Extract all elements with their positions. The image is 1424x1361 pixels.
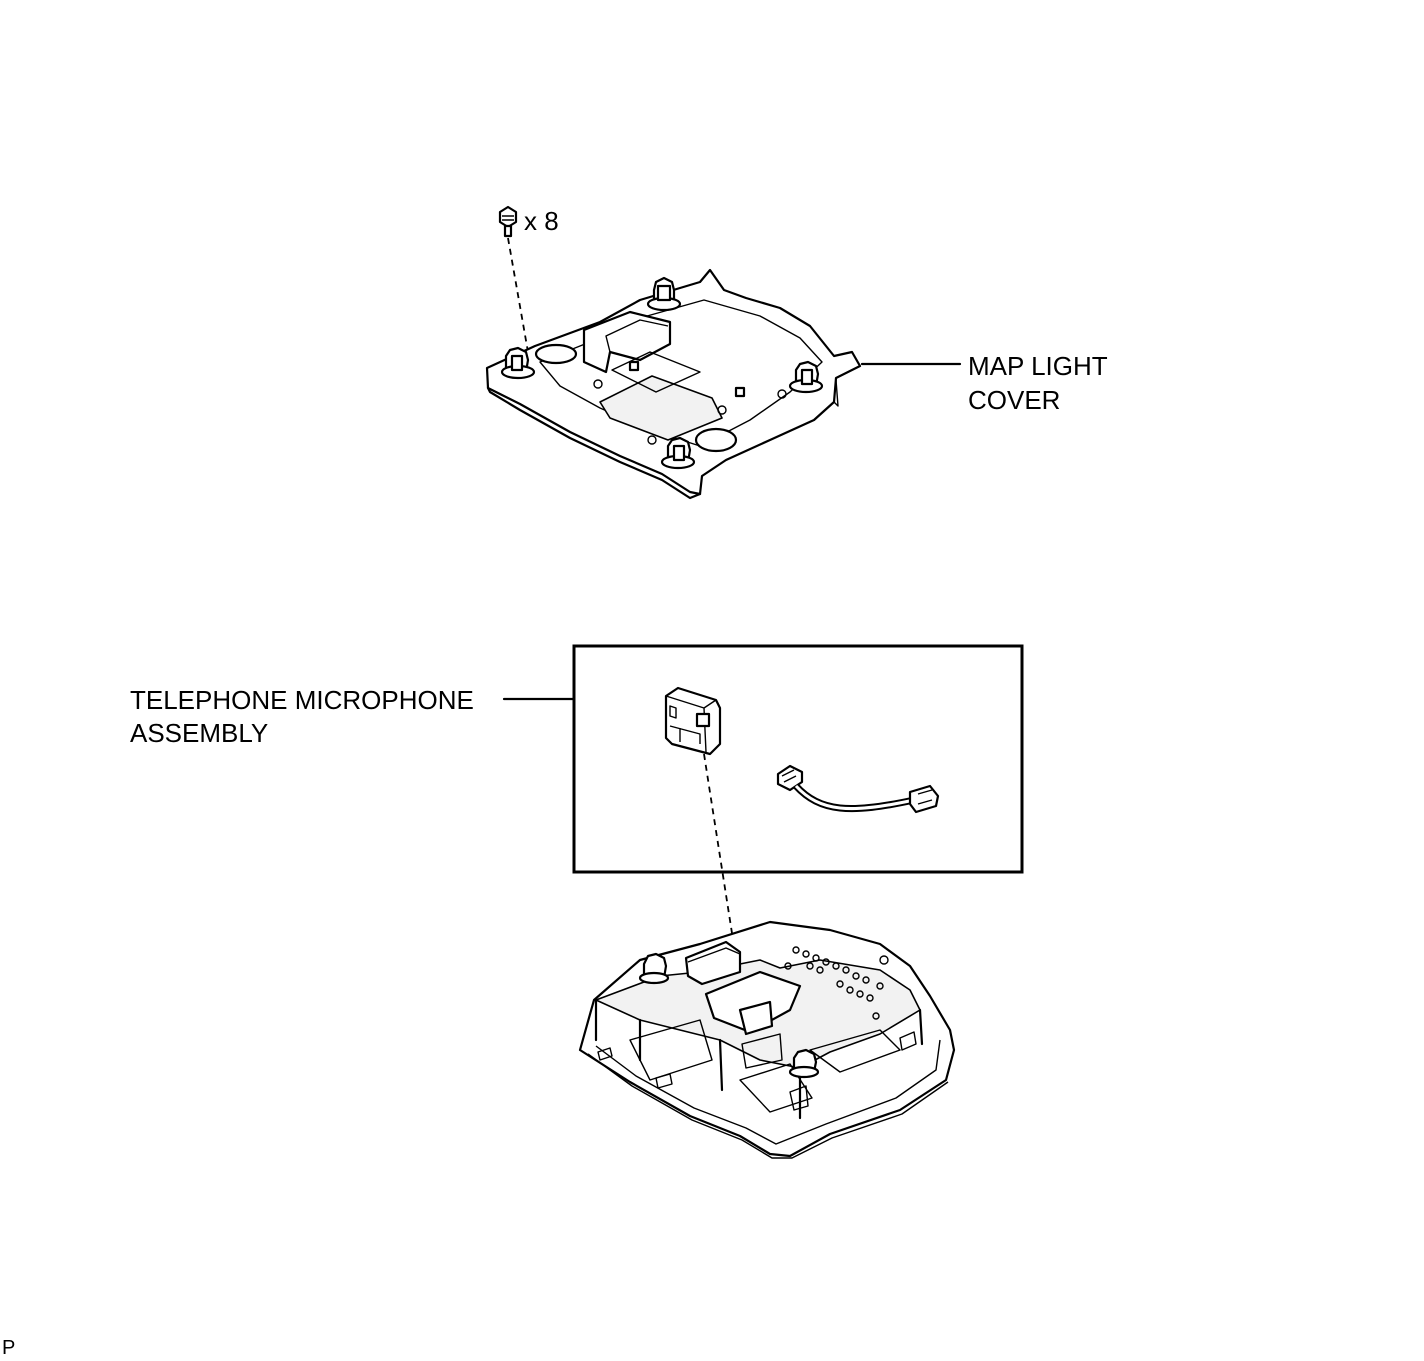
microphone-module-drawing xyxy=(664,686,722,756)
microphone-inset-frame xyxy=(572,644,1024,874)
screw-icon xyxy=(498,205,518,238)
telephone-microphone-label-line1: TELEPHONE MICROPHONE xyxy=(130,685,474,715)
map-light-housing-drawing xyxy=(578,920,956,1159)
map-light-cover-label-line1: MAP LIGHT xyxy=(968,351,1108,381)
corner-mark: P xyxy=(2,1337,16,1359)
telephone-microphone-label-line2: ASSEMBLY xyxy=(130,718,269,748)
map-light-cover-label-line2: COVER xyxy=(968,385,1061,415)
screw-dashed-line xyxy=(507,237,529,353)
map-light-cover-drawing xyxy=(485,268,862,500)
wire-harness-drawing xyxy=(776,764,940,814)
screw-quantity-label: x 8 xyxy=(524,206,559,236)
